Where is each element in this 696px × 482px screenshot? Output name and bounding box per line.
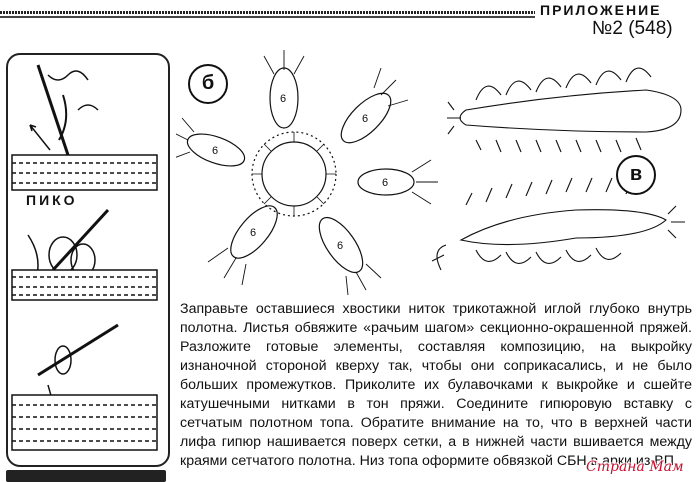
petal-mark-5: 6: [250, 227, 256, 239]
petal-mark-4: 6: [337, 240, 343, 252]
petal-mark-2: 6: [362, 113, 368, 125]
header-rule: [0, 11, 535, 14]
diagram-label-flower: б: [188, 64, 228, 104]
center-stitches: [252, 132, 336, 216]
petal-mark-6: 6: [212, 145, 218, 157]
leaf-diagram-top: [447, 67, 682, 153]
issue-number: №2 (548): [592, 18, 673, 39]
crochet-technique-illustrations: [6, 53, 170, 467]
section-label: ПРИЛОЖЕНИЕ: [540, 2, 662, 18]
picot-label: ПИКО: [26, 192, 78, 208]
technique-drawings: [11, 64, 158, 451]
diagram-drawings: 6 6 6 6 6 6: [171, 50, 685, 296]
watermark-logo: Страна Мам: [586, 459, 684, 475]
flower-petals: [186, 67, 415, 274]
leaf-diagram-bottom: [431, 177, 685, 271]
instructions-text: Заправьте оставшиеся хвостики ниток трик…: [180, 301, 692, 469]
petal-marks: 6 6 6 6 6 6: [212, 93, 388, 252]
photo-strip: [6, 470, 166, 482]
flower-diagram: [171, 50, 438, 296]
petal-rays: [171, 50, 438, 296]
crochet-hook-step-3: [11, 323, 158, 451]
petal-mark-1: 6: [280, 93, 286, 105]
crochet-hook-step-2: [11, 208, 158, 301]
crochet-diagrams: 6 6 6 6 6 6 б в: [171, 40, 696, 296]
petal-mark-3: 6: [382, 177, 388, 189]
header-rule-line: [0, 16, 535, 18]
crochet-hook-step-1: [11, 64, 158, 191]
diagram-label-leaves: в: [616, 155, 656, 195]
